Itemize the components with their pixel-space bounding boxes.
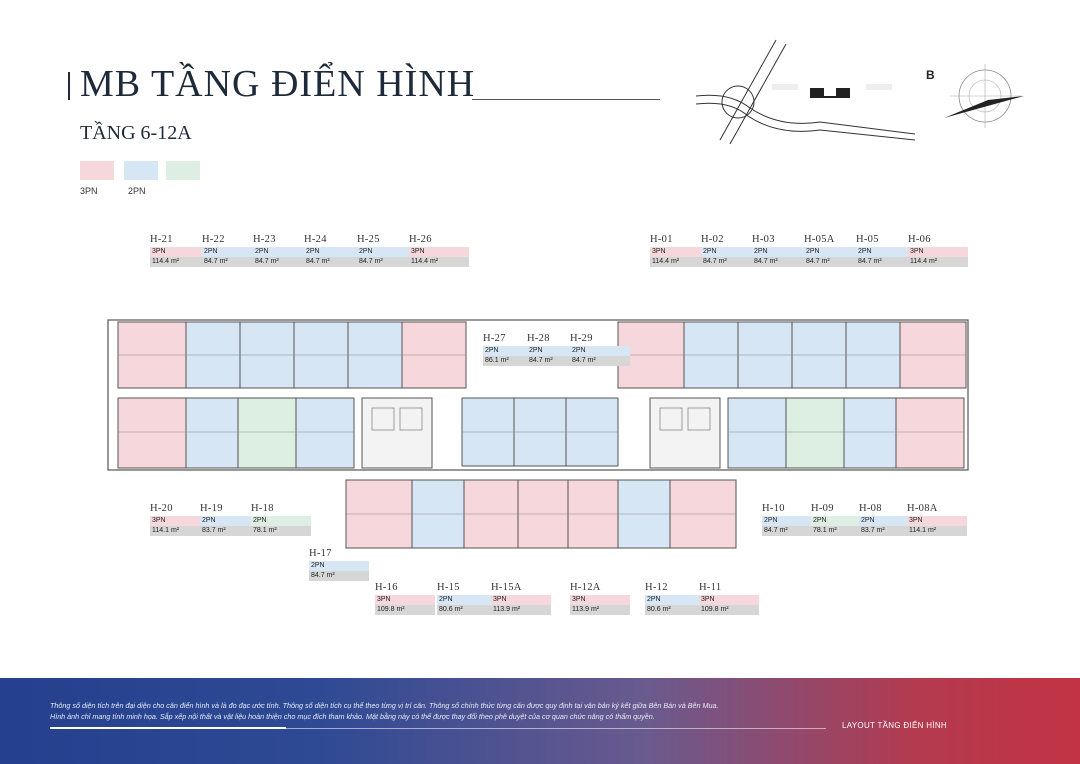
floor-subtitle: TẦNG 6-12A — [80, 122, 192, 144]
floor-plan-drawing — [107, 319, 969, 549]
compass-icon — [944, 64, 1024, 128]
legend-label-2pn: 2PN — [128, 186, 146, 196]
footer-disclaimer: Thông số diện tích trên đại diện cho căn… — [50, 700, 719, 722]
footer-accent-bar — [50, 727, 286, 729]
location-map — [695, 39, 916, 145]
legend-swatch-2pn-alt — [166, 161, 200, 180]
title-accent-bar — [68, 72, 70, 100]
page-title: MB TẦNG ĐIỂN HÌNH — [80, 63, 476, 105]
compass-north-label: B — [926, 68, 935, 82]
legend-label-3pn: 3PN — [80, 186, 98, 196]
footer-layout-label: LAYOUT TẦNG ĐIỂN HÌNH — [842, 721, 947, 730]
legend-swatch-3pn — [80, 161, 114, 180]
footer-disclaimer-line-1: Thông số diện tích trên đại diện cho căn… — [50, 701, 719, 710]
legend-swatch-2pn — [124, 161, 158, 180]
title-divider — [472, 99, 660, 100]
footer-banner — [0, 678, 1080, 764]
footer-disclaimer-line-2: Hình ảnh chỉ mang tính minh họa. Sắp xếp… — [50, 712, 655, 721]
footer-divider — [286, 728, 826, 729]
